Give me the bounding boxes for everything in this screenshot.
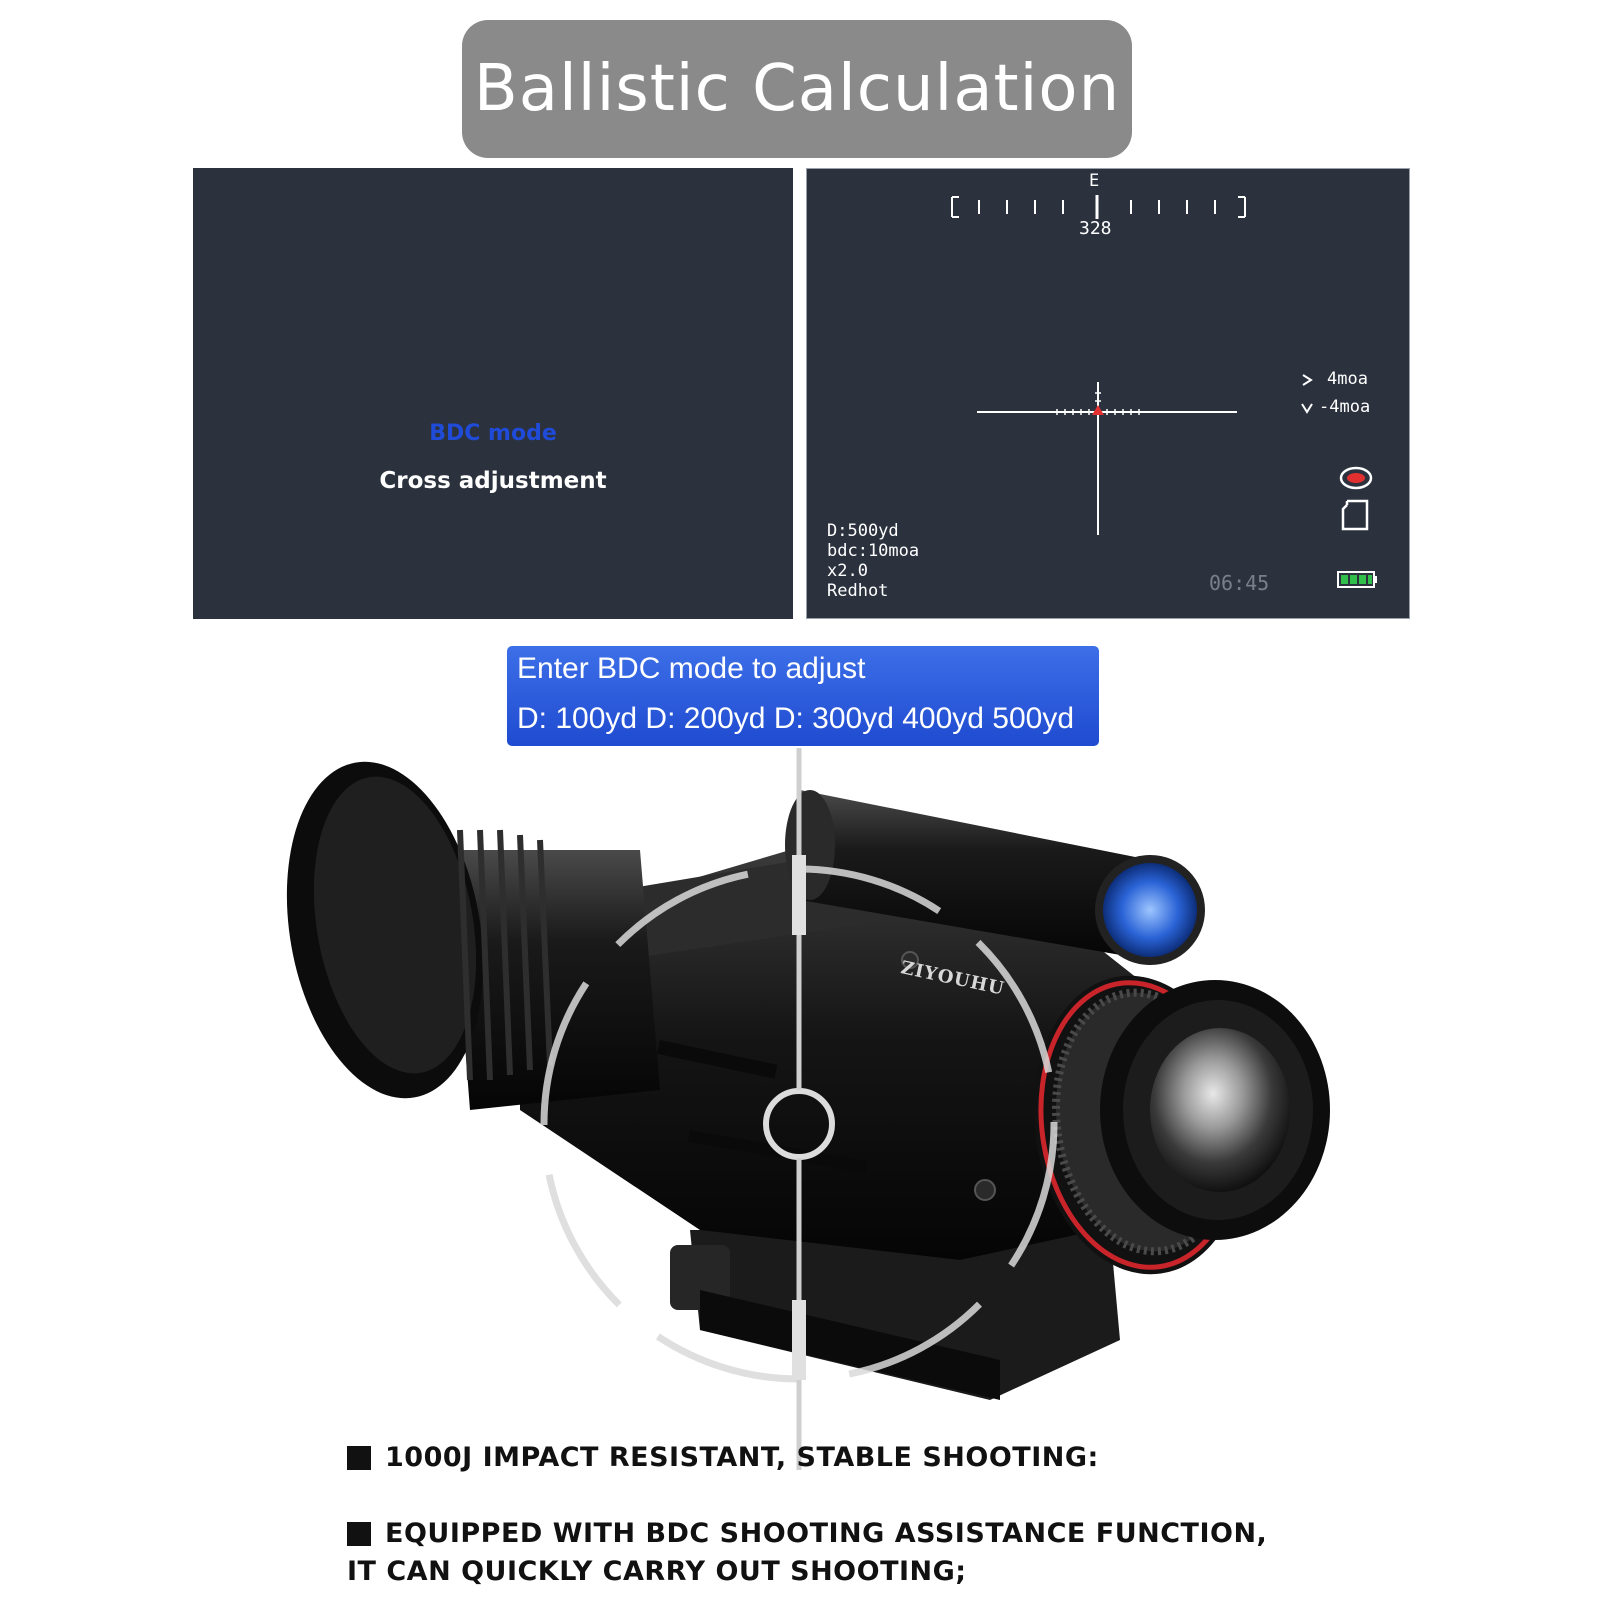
objective-lens bbox=[1033, 975, 1330, 1275]
zoom-readout: x2.0 bbox=[827, 561, 868, 581]
feature-item-1-text: 1000J IMPACT RESISTANT, STABLE SHOOTING: bbox=[385, 1442, 1099, 1473]
bdc-info-box: Enter BDC mode to adjust D: 100yd D: 200… bbox=[507, 646, 1099, 746]
brand-label: ZIYOUHU bbox=[898, 957, 1007, 1000]
distance-readout: D:500yd bbox=[827, 521, 899, 541]
sd-card-icon bbox=[1341, 499, 1369, 531]
windage-arrow-icon bbox=[1302, 374, 1313, 386]
feature-item-1: 1000J IMPACT RESISTANT, STABLE SHOOTING: bbox=[347, 1442, 1099, 1473]
page-title: Ballistic Calculation bbox=[473, 52, 1121, 126]
laser-module bbox=[785, 790, 1205, 965]
feature-item-2: EQUIPPED WITH BDC SHOOTING ASSISTANCE FU… bbox=[347, 1518, 1267, 1549]
record-icon bbox=[1339, 466, 1373, 490]
windage-readout: 4moa bbox=[1327, 369, 1368, 389]
crosshair-overlay bbox=[430, 748, 1170, 1470]
compass-scale bbox=[951, 195, 1246, 219]
bullet-square-icon bbox=[347, 1445, 371, 1470]
scope-overlay bbox=[951, 195, 1377, 588]
elevation-readout: -4moa bbox=[1319, 397, 1371, 417]
title-banner: Ballistic Calculation bbox=[462, 20, 1132, 158]
heading-readout: 328 bbox=[1079, 218, 1112, 239]
battery-icon bbox=[1337, 571, 1377, 588]
menu-item-cross-adjustment[interactable]: Cross adjustment bbox=[379, 468, 607, 494]
clock-readout: 06:45 bbox=[1209, 571, 1270, 595]
info-line-1: Enter BDC mode to adjust bbox=[517, 652, 866, 685]
feature-item-2-text: EQUIPPED WITH BDC SHOOTING ASSISTANCE FU… bbox=[385, 1518, 1268, 1549]
reticle bbox=[977, 382, 1237, 535]
scope-view-screen: E 328 4moa -4moa D:500yd bdc:10moa x2.0 … bbox=[806, 168, 1410, 619]
menu-screen: BDC mode Cross adjustment bbox=[193, 168, 793, 619]
palette-readout: Redhot bbox=[827, 581, 889, 601]
eyepiece bbox=[286, 761, 660, 1110]
elevation-arrow-icon bbox=[1301, 403, 1313, 414]
aim-point-marker bbox=[1092, 405, 1104, 415]
feature-item-2-continuation: IT CAN QUICKLY CARRY OUT SHOOTING; bbox=[347, 1556, 967, 1587]
bdc-readout: bdc:10moa bbox=[827, 541, 920, 561]
info-line-2: D: 100yd D: 200yd D: 300yd 400yd 500yd bbox=[517, 702, 1075, 735]
scope-body bbox=[520, 850, 1190, 1260]
compass-letter: E bbox=[1089, 171, 1100, 191]
bullet-square-icon bbox=[347, 1521, 371, 1546]
picatinny-mount bbox=[670, 1230, 1120, 1400]
menu-item-bdc-mode[interactable]: BDC mode bbox=[429, 421, 557, 446]
